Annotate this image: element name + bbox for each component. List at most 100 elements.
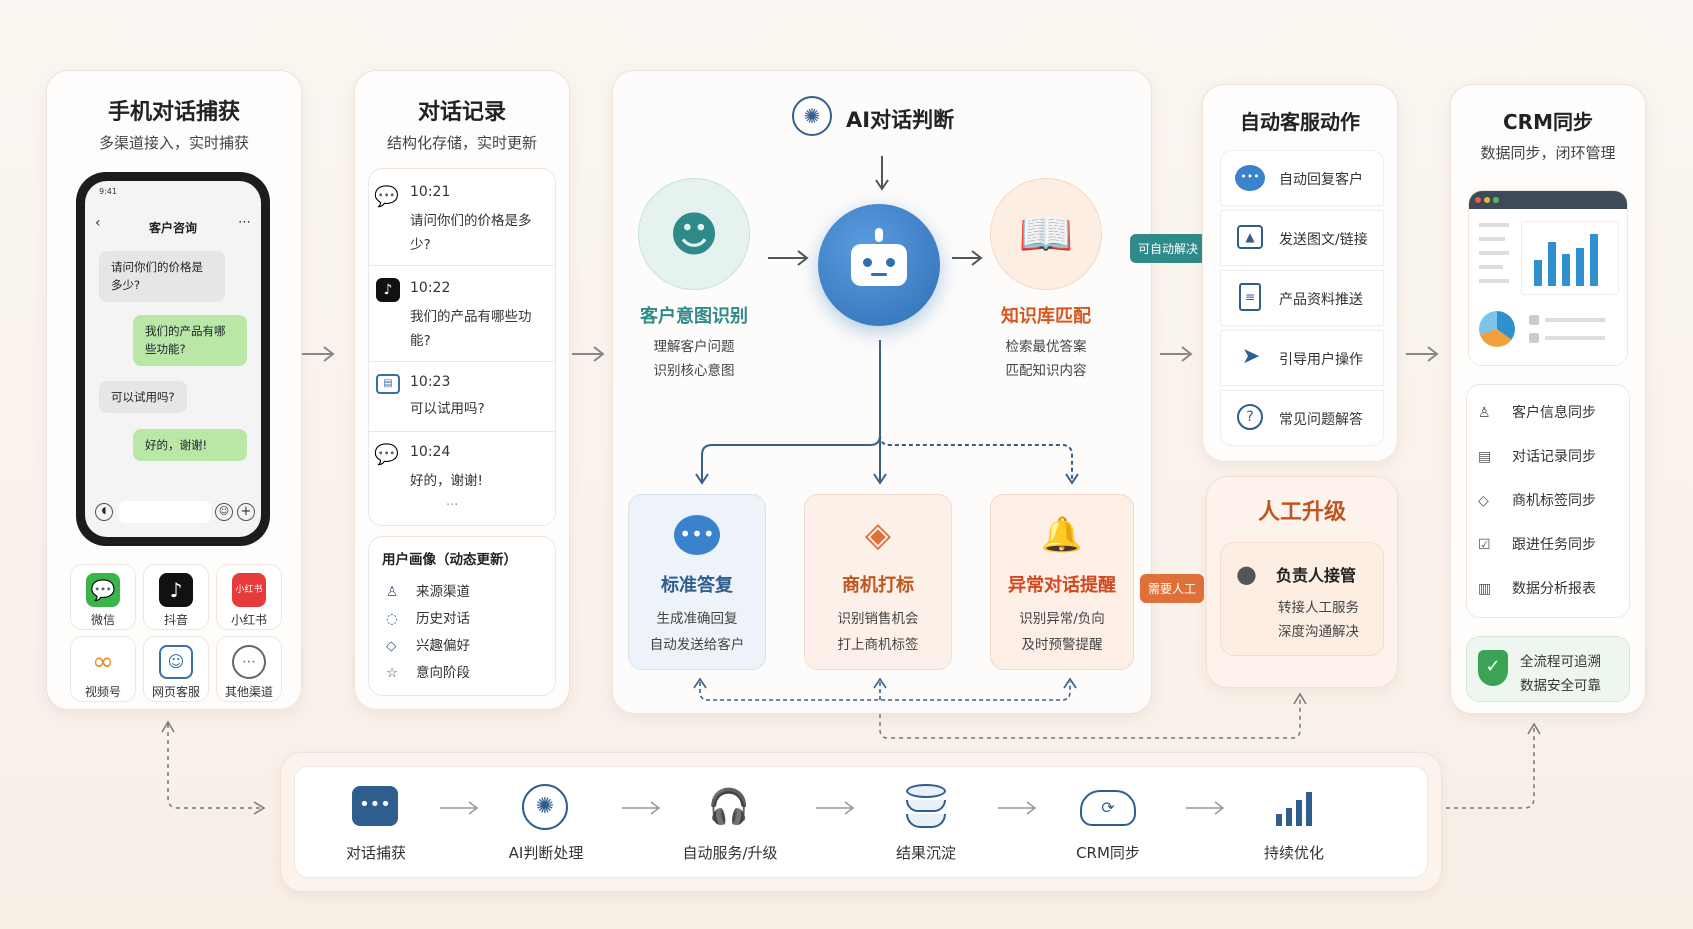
capture-title: 手机对话捕获 <box>107 100 240 125</box>
tag-icon: ◇ <box>386 638 397 654</box>
arrow-actions-to-crm <box>1406 346 1439 362</box>
records-subtitle: 结构化存储，实时更新 <box>386 134 537 152</box>
price-tag-icon: ◈ <box>864 515 892 555</box>
sync-opportunity-tag[interactable]: ◇商机标签同步 <box>1478 490 1596 510</box>
flow-arrow-1 <box>440 801 479 815</box>
emoji-icon[interactable]: ☺ <box>215 503 233 521</box>
bell-icon: 🔔 <box>1040 515 1084 555</box>
outcome-desc: 及时预警提醒 <box>1021 637 1103 653</box>
profile-item-history: ◌历史对话 <box>386 607 470 627</box>
record-text: 可以试用吗? <box>410 401 485 417</box>
channel-douyin[interactable]: ♪ 抖音 <box>143 564 209 630</box>
window-titlebar <box>1469 191 1627 209</box>
headset-icon: 🎧 <box>707 787 751 827</box>
douyin-icon: ♪ <box>159 573 193 607</box>
kb-desc-1: 检索最优答案 <box>1005 339 1087 355</box>
outcome-title: 标准答复 <box>661 575 733 596</box>
flow-step-6: 持续优化 <box>1263 844 1324 862</box>
action-guide-user[interactable]: ➤ 引导用户操作 <box>1220 330 1384 386</box>
phone-time: 9:41 <box>99 187 117 196</box>
record-item-4[interactable]: 💬 10:24 好的，谢谢! ... <box>368 436 556 522</box>
database-icon <box>906 784 946 830</box>
outcome-opportunity-tag[interactable]: ◈ 商机打标 识别销售机会 打上商机标签 <box>804 494 952 670</box>
channel-other[interactable]: ⋯ 其他渠道 <box>216 636 282 702</box>
intent-title: 客户意图识别 <box>640 306 748 327</box>
intent-desc-2: 识别核心意图 <box>653 363 735 379</box>
sync-label: 商机标签同步 <box>1512 493 1596 509</box>
crm-sync-list <box>1466 384 1630 618</box>
chat-bubble-icon: ••• <box>352 786 398 826</box>
profile-box <box>368 536 556 696</box>
shipinhao-icon: ∞ <box>92 647 114 677</box>
kb-desc-2: 匹配知识内容 <box>1005 363 1087 379</box>
sync-customer-info[interactable]: ♙客户信息同步 <box>1478 402 1596 422</box>
channel-xiaohongshu[interactable]: 小红书 小红书 <box>216 564 282 630</box>
record-item-2[interactable]: ♪ 10:22 我们的产品有哪些功能? <box>368 272 556 362</box>
sync-conversation[interactable]: ▤对话记录同步 <box>1478 446 1596 466</box>
sync-analytics-report[interactable]: ▥数据分析报表 <box>1478 578 1596 598</box>
profile-label: 历史对话 <box>416 611 470 627</box>
profile-item-interest: ◇ 兴趣偏好 <box>386 634 470 654</box>
profile-label: 兴趣偏好 <box>416 638 470 654</box>
record-item-3[interactable]: ▤ 10:23 可以试用吗? <box>368 366 556 432</box>
arrow-intent-to-robot <box>768 250 809 266</box>
message-input[interactable] <box>119 501 211 523</box>
robot-face <box>851 244 907 286</box>
capture-subtitle: 多渠道接入，实时捕获 <box>98 134 249 152</box>
record-text: 我们的产品有哪些功能? <box>410 309 532 349</box>
action-send-media[interactable]: ▲ 发送图文/链接 <box>1220 210 1384 266</box>
crm-subtitle: 数据同步，闭环管理 <box>1480 144 1616 162</box>
action-faq[interactable]: ? 常见问题解答 <box>1220 390 1384 446</box>
voice-icon[interactable]: ◖ <box>95 503 113 521</box>
outcome-desc: 识别异常/负向 <box>1019 611 1105 627</box>
bar-chart-icon <box>1521 221 1619 295</box>
sync-followup-task[interactable]: ☑跟进任务同步 <box>1478 534 1596 554</box>
cloud-sync-icon: ⟳ <box>1080 790 1136 826</box>
owner-desc-1: 转接人工服务 <box>1278 600 1359 616</box>
phone-msg-2: 我们的产品有哪些功能? <box>133 315 247 366</box>
action-auto-reply[interactable]: ••• 自动回复客户 <box>1220 150 1384 206</box>
action-label: 自动回复客户 <box>1279 172 1363 188</box>
record-item-1[interactable]: 💬 10:21 请问你们的价格是多少? <box>368 176 556 266</box>
human-title: 人工升级 <box>1257 500 1346 525</box>
wechat-icon: 💬 <box>374 184 399 208</box>
channel-web[interactable]: ☺ 网页客服 <box>143 636 209 702</box>
book-icon: 📖 <box>990 178 1102 290</box>
profile-title: 用户画像（动态更新） <box>382 552 517 568</box>
person-icon: ● <box>1236 560 1257 588</box>
channel-wechat[interactable]: 💬 微信 <box>70 564 136 630</box>
arrow-robot-to-kb <box>952 250 983 266</box>
growth-chart-icon <box>1274 786 1316 828</box>
owner-desc-2: 深度沟通解决 <box>1278 624 1359 640</box>
crm-dashboard-illustration <box>1468 190 1628 366</box>
flow-step-1: 对话捕获 <box>345 844 406 862</box>
chat-header: 客户咨询 <box>148 221 197 235</box>
sync-label: 数据分析报表 <box>1512 581 1596 597</box>
record-time: 10:24 <box>410 444 451 460</box>
profile-item-source: ♙来源渠道 <box>386 580 470 600</box>
record-time: 10:21 <box>410 184 451 200</box>
more-icon[interactable]: ⋯ <box>238 215 251 230</box>
action-label: 常见问题解答 <box>1279 412 1363 428</box>
plus-icon[interactable]: + <box>237 503 255 521</box>
outcome-standard-reply[interactable]: ••• 标准答复 生成准确回复 自动发送给客户 <box>628 494 766 670</box>
back-icon[interactable]: ‹ <box>95 215 101 231</box>
phone-screen: 9:41 ‹ 客户咨询 ⋯ 请问你们的价格是多少? 我们的产品有哪些功能? 可以… <box>85 181 261 537</box>
other-channel-icon: ⋯ <box>232 645 266 679</box>
intent-desc-1: 理解客户问题 <box>653 339 735 355</box>
wechat-icon: 💬 <box>374 442 399 466</box>
more-records: ... <box>446 494 459 509</box>
branch-connectors <box>693 340 1079 701</box>
action-product-push[interactable]: ≡ 产品资料推送 <box>1220 270 1384 326</box>
outcome-abnormal-alert[interactable]: 🔔 异常对话提醒 识别异常/负向 及时预警提醒 <box>990 494 1134 670</box>
arrow-ai-to-actions <box>1160 346 1193 362</box>
outcome-title: 异常对话提醒 <box>1008 575 1116 596</box>
arrow-records-to-ai <box>572 346 605 362</box>
channel-shipinhao[interactable]: ∞ 视频号 <box>70 636 136 702</box>
outcome-title: 商机打标 <box>842 575 914 596</box>
flow-step-2: AI判断处理 <box>508 844 584 862</box>
brain-icon: ✺ <box>792 96 832 136</box>
crm-title: CRM同步 <box>1503 110 1593 134</box>
action-label: 引导用户操作 <box>1279 352 1363 368</box>
chat-bubble-icon: ••• <box>1235 165 1265 191</box>
